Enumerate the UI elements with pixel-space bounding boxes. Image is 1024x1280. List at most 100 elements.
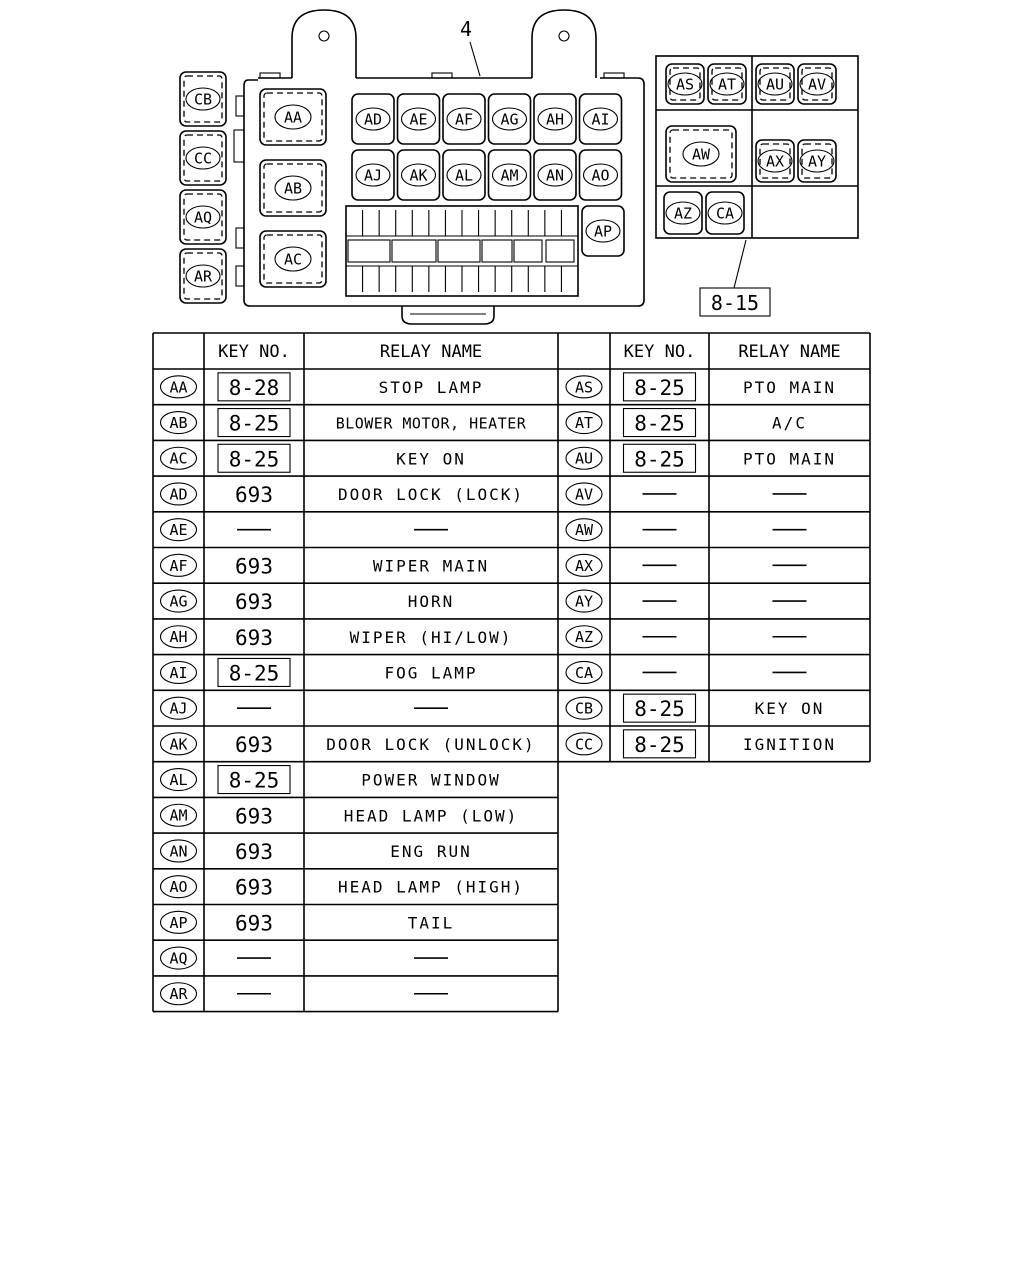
relay-oval-ab [159,410,198,435]
key-number: 693 [235,876,273,900]
relay-az: AZ [663,191,703,235]
fuse-block [345,205,579,297]
relay-ac: AC [259,230,327,288]
relay-oval-ak [400,163,437,187]
relay-id-cc: CC [575,735,593,753]
relay-oval-al [446,163,482,187]
relay-id-ay: AY [575,592,593,610]
relay-label-af: AF [159,553,198,577]
relay-oval-cc [565,732,603,756]
relay-oval-ad [355,107,391,131]
relay-name: DOOR LOCK (LOCK) [338,485,524,504]
relay-oval-az [565,625,603,649]
relay-oval-av [565,482,603,506]
relay-ak: AK [396,149,441,201]
relay-id-cb: CB [575,700,593,718]
relay-oval-cb [565,696,603,720]
relay-id-ab: AB [169,414,187,432]
relay-id-ao: AO [591,166,609,184]
relay-id-az: AZ [575,628,593,646]
relay-label-ag: AG [491,107,528,131]
relay-id-as: AS [575,378,593,396]
relay-label-al: AL [159,767,198,792]
key-number: 8-25 [229,661,280,685]
table-row: AQ [159,946,448,970]
relay-label-av: AV [799,72,835,96]
relay-name: TAIL [408,913,455,932]
relay-oval-ax [565,553,603,577]
relay-at: AT [707,63,747,105]
relay-oval-at [709,72,745,96]
key-number: 8-25 [634,376,685,400]
relay-ad: AD [351,93,395,145]
relay-oval-ab [274,175,312,201]
relay-label-ar: AR [185,264,221,288]
relay-id-ca: CA [716,204,734,222]
relay-oval-au [757,72,793,96]
relay-label-am: AM [159,803,198,827]
table-row: AE [159,518,448,542]
relay-label-ax: AX [565,553,603,577]
relay-oval-ca [565,660,603,685]
header-key-no-left: KEY NO. [218,342,290,362]
relay-id-av: AV [808,75,826,93]
relay-label-cc: CC [185,146,221,170]
relay-id-az: AZ [674,204,692,222]
relay-ai: AI [578,93,623,145]
relay-oval-aa [159,375,198,399]
relay-id-ak: AK [169,735,187,753]
relay-oval-cb [185,87,221,111]
relay-oval-al [159,767,198,792]
relay-al: AL [442,149,486,201]
relay-id-ai: AI [169,664,187,682]
relay-label-an: AN [537,163,573,187]
relay-id-ap: AP [594,222,612,240]
relay-id-am: AM [500,166,518,184]
reference-callout: 8-15 [699,239,771,317]
relay-ao: AO [578,149,623,201]
relay-oval-an [537,163,573,187]
relay-label-ap: AP [159,910,198,934]
relay-label-ab: AB [274,175,312,201]
relay-label-ar: AR [159,982,198,1006]
relay-oval-ag [159,589,198,613]
relay-name: KEY ON [755,699,825,718]
relay-oval-ah [159,625,198,649]
relay-oval-av [799,72,835,96]
relay-oval-ag [491,107,528,131]
key-number: 8-25 [229,769,280,793]
relay-oval-as [667,72,703,96]
relay-oval-as [565,375,603,399]
relay-name: POWER WINDOW [361,771,501,790]
table-row: AX [565,553,807,577]
table-row: AZ [565,625,807,649]
key-ref-box [217,372,291,402]
relay-label-aw: AW [565,518,603,542]
key-number: 693 [235,483,273,507]
relay-oval-aa [274,104,312,130]
relay-id-ar: AR [194,267,213,285]
relay-oval-ac [159,446,198,470]
relay-label-ac: AC [274,246,312,272]
relay-cc: CC [179,130,227,186]
relay-label-aa: AA [274,104,312,130]
relay-id-ae: AE [409,110,427,128]
relay-label-as: AS [667,72,703,96]
relay-name: BLOWER MOTOR, HEATER [336,415,527,433]
relay-au: AU [755,63,795,105]
relay-oval-ak [159,732,198,756]
relay-id-cb: CB [194,90,212,108]
relay-label-aj: AJ [159,696,198,720]
relay-id-ao: AO [169,878,187,896]
relay-ca: CA [705,191,745,235]
relay-label-aq: AQ [159,946,198,970]
relay-label-aq: AQ [185,205,221,229]
relay-label-au: AU [565,446,603,470]
